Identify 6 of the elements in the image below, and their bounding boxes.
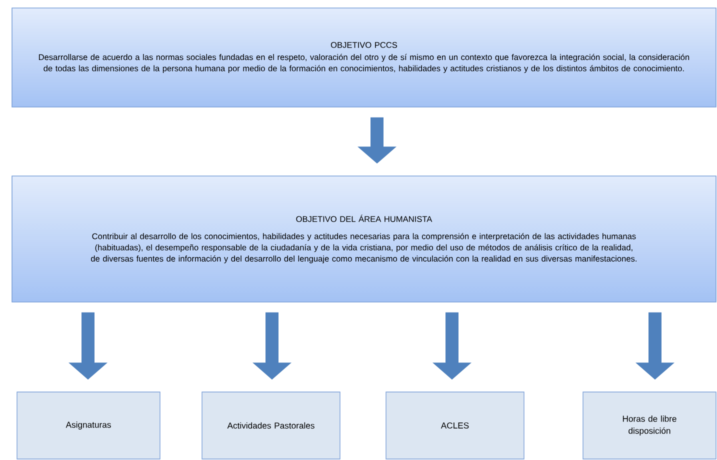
objective-box: OBJETIVO DEL ÁREA HUMANISTA Contribuir al desarrollo de los conocimientos, habilidades y actitudes necesarias para la comprensión e interpretación de las actividades humanas (habituadas), el desempeño responsable de la ciudadanía y de la vida cristiana, por medio del uso de métodos de análisis crítico de la realidad, de diversas fuentes de información y del desarrollo del lenguaje como mecanismo de vinculación con la realidad en sus diversas manifestaciones. (12, 176, 716, 302)
objective-box: OBJETIVO PCCS Desarrollarse de acuerdo a las normas sociales fundadas en el respeto, valoración del otro y de sí mismo en un contexto que favorezca la integración social, la consideración de todas las dimensiones de la persona humana por medio de la formación en conocimientos, habilidades y actitudes cristianos y de los distintos ámbitos de conocimiento. (12, 8, 716, 108)
category-box: Horas de libre disposición (582, 392, 716, 460)
category-box: ACLES (386, 392, 524, 460)
category-box: Actividades Pastorales (202, 392, 340, 460)
category-box: Asignaturas (16, 392, 160, 460)
